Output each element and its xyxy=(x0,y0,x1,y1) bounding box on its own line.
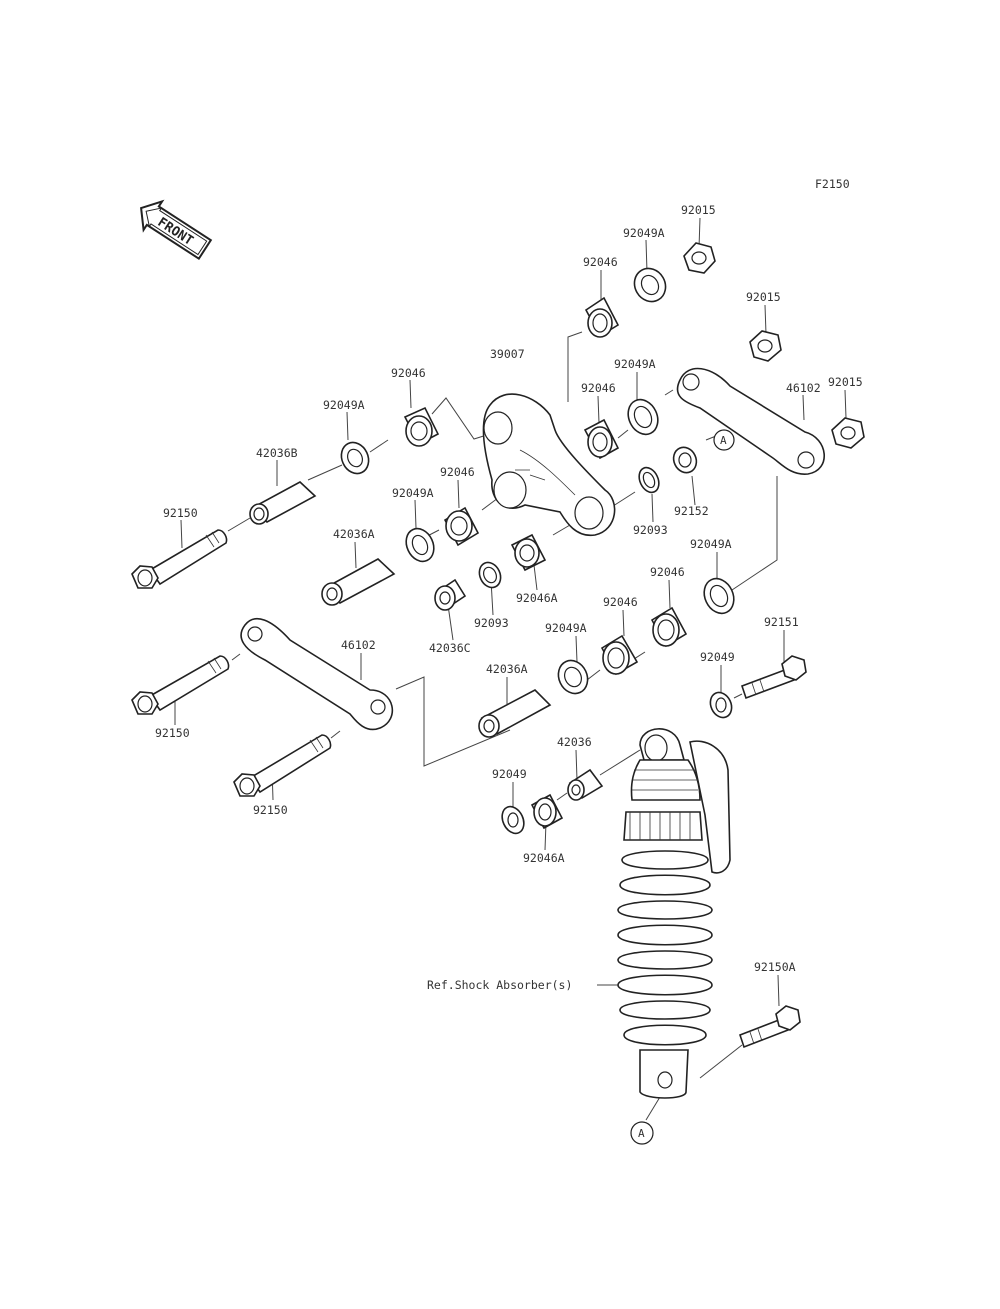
label-92150-middle: 92150 xyxy=(155,726,190,740)
label-92049-left: 92049 xyxy=(492,767,527,781)
figure-code: F2150 xyxy=(815,177,850,191)
label-92150-upper: 92150 xyxy=(163,506,198,520)
bolt-92150-middle xyxy=(131,655,230,715)
label-ref-shock-absorber: Ref.Shock Absorber(s) xyxy=(427,978,572,992)
washer-92049-right xyxy=(709,691,733,719)
ref-marker-A-bottom: A xyxy=(630,1121,654,1145)
washer-92049A-mid xyxy=(627,398,659,436)
label-92151: 92151 xyxy=(764,615,799,629)
label-46102-lower: 46102 xyxy=(341,638,376,652)
label-92049-right: 92049 xyxy=(700,650,735,664)
collar-42036 xyxy=(567,768,604,801)
seal-92093-center xyxy=(478,561,502,589)
ref-A-bottom-label: A xyxy=(638,1127,645,1140)
bolt-92150A xyxy=(738,1005,801,1049)
label-92150A: 92150A xyxy=(754,960,796,974)
label-92049A-top: 92049A xyxy=(623,226,665,240)
label-92046-center: 92046 xyxy=(440,465,475,479)
washer-92049A-right xyxy=(703,577,735,615)
collar-92152 xyxy=(672,446,698,474)
washer-92049A-lower xyxy=(557,659,589,695)
label-92046A-upper: 92046A xyxy=(516,591,558,605)
washer-92049-left xyxy=(501,805,525,835)
ref-marker-A-top: A xyxy=(713,429,735,451)
label-92152: 92152 xyxy=(674,504,709,518)
label-46102-upper: 46102 xyxy=(786,381,821,395)
label-92015-top: 92015 xyxy=(681,203,716,217)
label-42036: 42036 xyxy=(557,735,592,749)
label-42036A-lower: 42036A xyxy=(486,662,528,676)
bearing-92046-mid xyxy=(583,418,620,460)
label-42036C: 42036C xyxy=(429,641,471,655)
label-92046-left: 92046 xyxy=(391,366,426,380)
link-46102-upper xyxy=(676,367,825,475)
label-92049A-mid: 92049A xyxy=(614,357,656,371)
bearing-92046-center xyxy=(443,506,480,547)
label-92049A-lower: 92049A xyxy=(545,621,587,635)
rocker-arm-39007 xyxy=(482,393,616,537)
washer-92049A-left xyxy=(340,441,370,475)
label-39007: 39007 xyxy=(490,347,525,361)
label-92093-center: 92093 xyxy=(474,616,509,630)
bolt-92150-upper xyxy=(131,529,228,589)
bearing-92046-top xyxy=(584,296,620,338)
front-direction-arrow-icon: FRONT xyxy=(140,199,213,261)
collar-42036A-upper xyxy=(321,558,396,606)
bearing-92046-left xyxy=(403,406,440,447)
nut-92015-right xyxy=(831,417,865,449)
label-92049A-left: 92049A xyxy=(323,398,365,412)
label-92015-mid: 92015 xyxy=(746,290,781,304)
label-92015-right: 92015 xyxy=(828,375,863,389)
label-92046-lower-left: 92046 xyxy=(603,595,638,609)
bolt-92150-lower xyxy=(233,734,332,797)
label-42036B: 42036B xyxy=(256,446,298,460)
label-92093-right: 92093 xyxy=(633,523,668,537)
label-92046-lower-right: 92046 xyxy=(650,565,685,579)
shock-absorber xyxy=(617,728,731,1099)
label-92046A-lower: 92046A xyxy=(523,851,565,865)
bearing-92046-lower-right xyxy=(650,606,688,648)
label-92046-mid: 92046 xyxy=(581,381,616,395)
label-92049A-center: 92049A xyxy=(392,486,434,500)
bolt-92151 xyxy=(740,655,807,700)
label-92150-lower: 92150 xyxy=(253,803,288,817)
link-46102-lower xyxy=(240,617,394,731)
collar-42036A-lower xyxy=(478,689,552,738)
bearing-92046A-upper xyxy=(510,533,547,572)
seal-92093-right xyxy=(638,466,660,494)
label-92049A-right: 92049A xyxy=(690,537,732,551)
nut-92015-mid xyxy=(749,330,782,362)
washer-92049A-center xyxy=(405,527,435,563)
collar-42036C xyxy=(434,578,467,611)
collar-42036B xyxy=(249,481,317,525)
bearing-92046A-lower xyxy=(530,793,564,830)
washer-92049A-top xyxy=(633,267,667,303)
label-42036A-upper: 42036A xyxy=(333,527,375,541)
label-92046-top: 92046 xyxy=(583,255,618,269)
callout-labels: 92015 92049A 92046 92015 39007 92049A 92… xyxy=(155,203,863,992)
nut-92015-top xyxy=(683,242,716,274)
ref-A-top-label: A xyxy=(720,434,727,447)
bearing-92046-lower-left xyxy=(600,634,639,676)
